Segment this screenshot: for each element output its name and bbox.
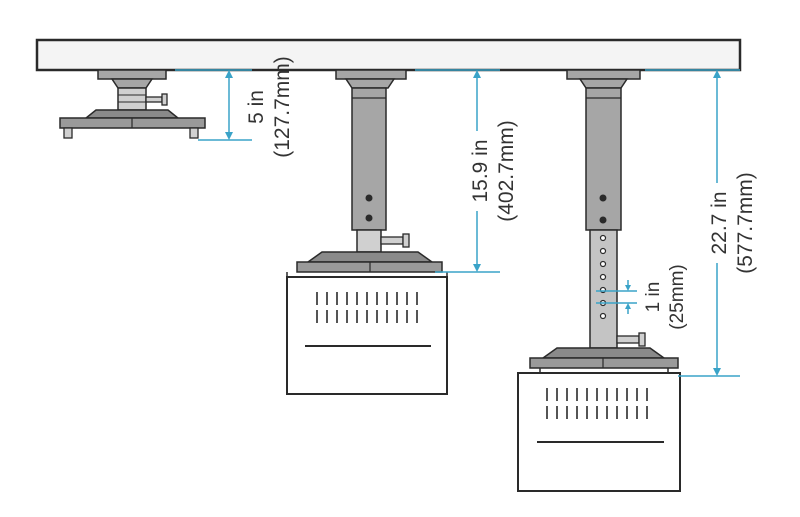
- ceiling-plate-3: [566, 69, 641, 80]
- ceiling-plate-2: [335, 69, 407, 80]
- dim-medium-value: 15.9 in: [469, 139, 492, 202]
- dim-short-value: 5 in: [245, 90, 268, 124]
- outer-pole-2: [351, 87, 387, 231]
- ceiling-slab: [35, 38, 742, 72]
- dim-short-metric: (127.7mm): [271, 56, 294, 158]
- dim-step-value: 1 in: [643, 282, 664, 313]
- pole-hole-3b: [599, 216, 607, 224]
- vent-slots-3: [546, 388, 648, 419]
- dim-step-metric: (25mm): [667, 264, 688, 329]
- ceiling-plate-1: [97, 69, 167, 80]
- outer-pole-3: [585, 87, 622, 231]
- inner-pole-2: [356, 229, 382, 253]
- mount-short: [59, 69, 206, 139]
- tilt-hub-3: [540, 347, 667, 359]
- lock-knob-1: [145, 96, 163, 103]
- tilt-hub-2: [305, 251, 435, 263]
- upper-flare-1: [110, 78, 154, 89]
- mount-long: [517, 69, 681, 492]
- lock-knob-3: [616, 335, 640, 344]
- lock-knob-2: [380, 236, 404, 245]
- vent-slots-2: [316, 292, 418, 323]
- pole-hole-3a: [599, 194, 607, 202]
- dimension-arrowheads: [225, 70, 721, 376]
- foot-right-1: [189, 127, 199, 139]
- dim-long-value: 22.7 in: [708, 191, 731, 254]
- mount-medium: [286, 69, 448, 395]
- pole-hole-2b: [365, 214, 373, 222]
- mount-plate-3: [529, 357, 679, 369]
- short-column-1: [117, 87, 147, 111]
- dim-medium-metric: (402.7mm): [495, 120, 518, 222]
- foot-left-1: [63, 127, 73, 139]
- dim-long-metric: (577.7mm): [734, 172, 757, 274]
- tilt-hub-1: [83, 109, 181, 119]
- pole-hole-2a: [365, 194, 373, 202]
- projector-3: [517, 372, 681, 492]
